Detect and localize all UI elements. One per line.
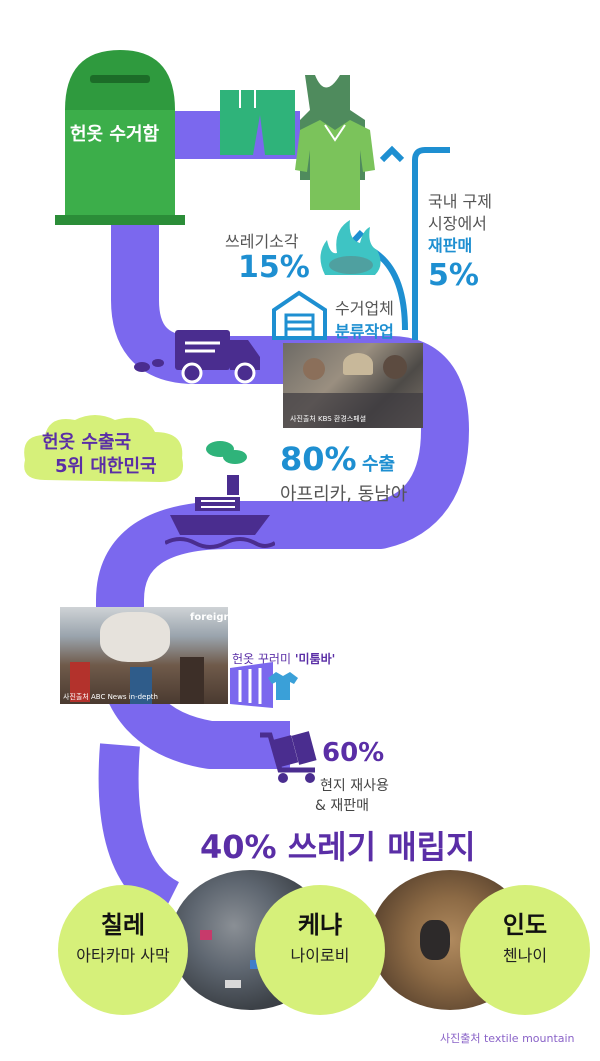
destination-country: 인도: [502, 911, 548, 939]
landfill-headline: 40% 쓰레기 매립지: [200, 828, 476, 866]
destination-place: 나이로비: [290, 946, 350, 965]
mitumba-label: 헌옷 꾸러미 '미툼바': [232, 650, 335, 667]
destination-place: 첸나이: [502, 946, 548, 965]
resale-line2: 시장에서: [428, 214, 487, 233]
sorting-photo: [283, 343, 423, 428]
footer-credit: 사진출처 textile mountain: [440, 1032, 575, 1045]
destination-india: [460, 885, 590, 1015]
clothes-icon: [215, 70, 375, 210]
truck-icon: [130, 325, 265, 385]
clothing-bin-icon: [55, 40, 185, 230]
photo2-credit: 사진출처 ABC News in-depth: [63, 693, 158, 701]
cart-icon: [255, 725, 325, 785]
destination-place: 아타카마 사막: [76, 946, 170, 965]
export-rank-cloud: [20, 410, 190, 490]
incineration-label: 쓰레기소각: [225, 232, 299, 251]
destination-country: 칠레: [100, 911, 146, 939]
container-icon: [228, 660, 298, 710]
resale-line3: 재판매: [428, 236, 473, 255]
warehouse-icon: [272, 290, 327, 340]
ship-icon: [165, 435, 275, 555]
destination-country: 케냐: [297, 911, 343, 939]
reuse-line1: 현지 재사용: [320, 778, 389, 794]
reuse-line2: & 재판매: [315, 798, 370, 814]
resale-percent: 5%: [428, 258, 479, 293]
export-destination: 아프리카, 동남아: [280, 484, 408, 505]
reuse-percent: 60%: [322, 738, 385, 768]
mitumba-prefix: 헌옷 꾸러미: [232, 652, 295, 666]
mitumba-name: '미툼바': [294, 652, 336, 666]
sorting-line2: 분류작업: [335, 322, 394, 341]
export-rank-line2: 5위 대한민국: [55, 456, 157, 477]
destination-chile: [58, 885, 188, 1015]
sorting-line1: 수거업체: [335, 299, 394, 318]
export-percent: 80%: [280, 440, 357, 478]
market-photo: [60, 607, 228, 704]
resale-line1: 국내 구제: [428, 192, 492, 211]
destination-kenya: [255, 885, 385, 1015]
export-label: 수출: [362, 454, 396, 475]
bin-label: 헌옷 수거함: [70, 124, 160, 145]
incineration-percent: 15%: [238, 250, 310, 285]
photo1-credit: 사진출처 KBS 환경스페셜: [290, 415, 367, 423]
photo2-overlay: foreign: [190, 612, 231, 623]
export-rank-line1: 헌옷 수출국: [42, 432, 132, 453]
fire-icon: [315, 215, 385, 280]
